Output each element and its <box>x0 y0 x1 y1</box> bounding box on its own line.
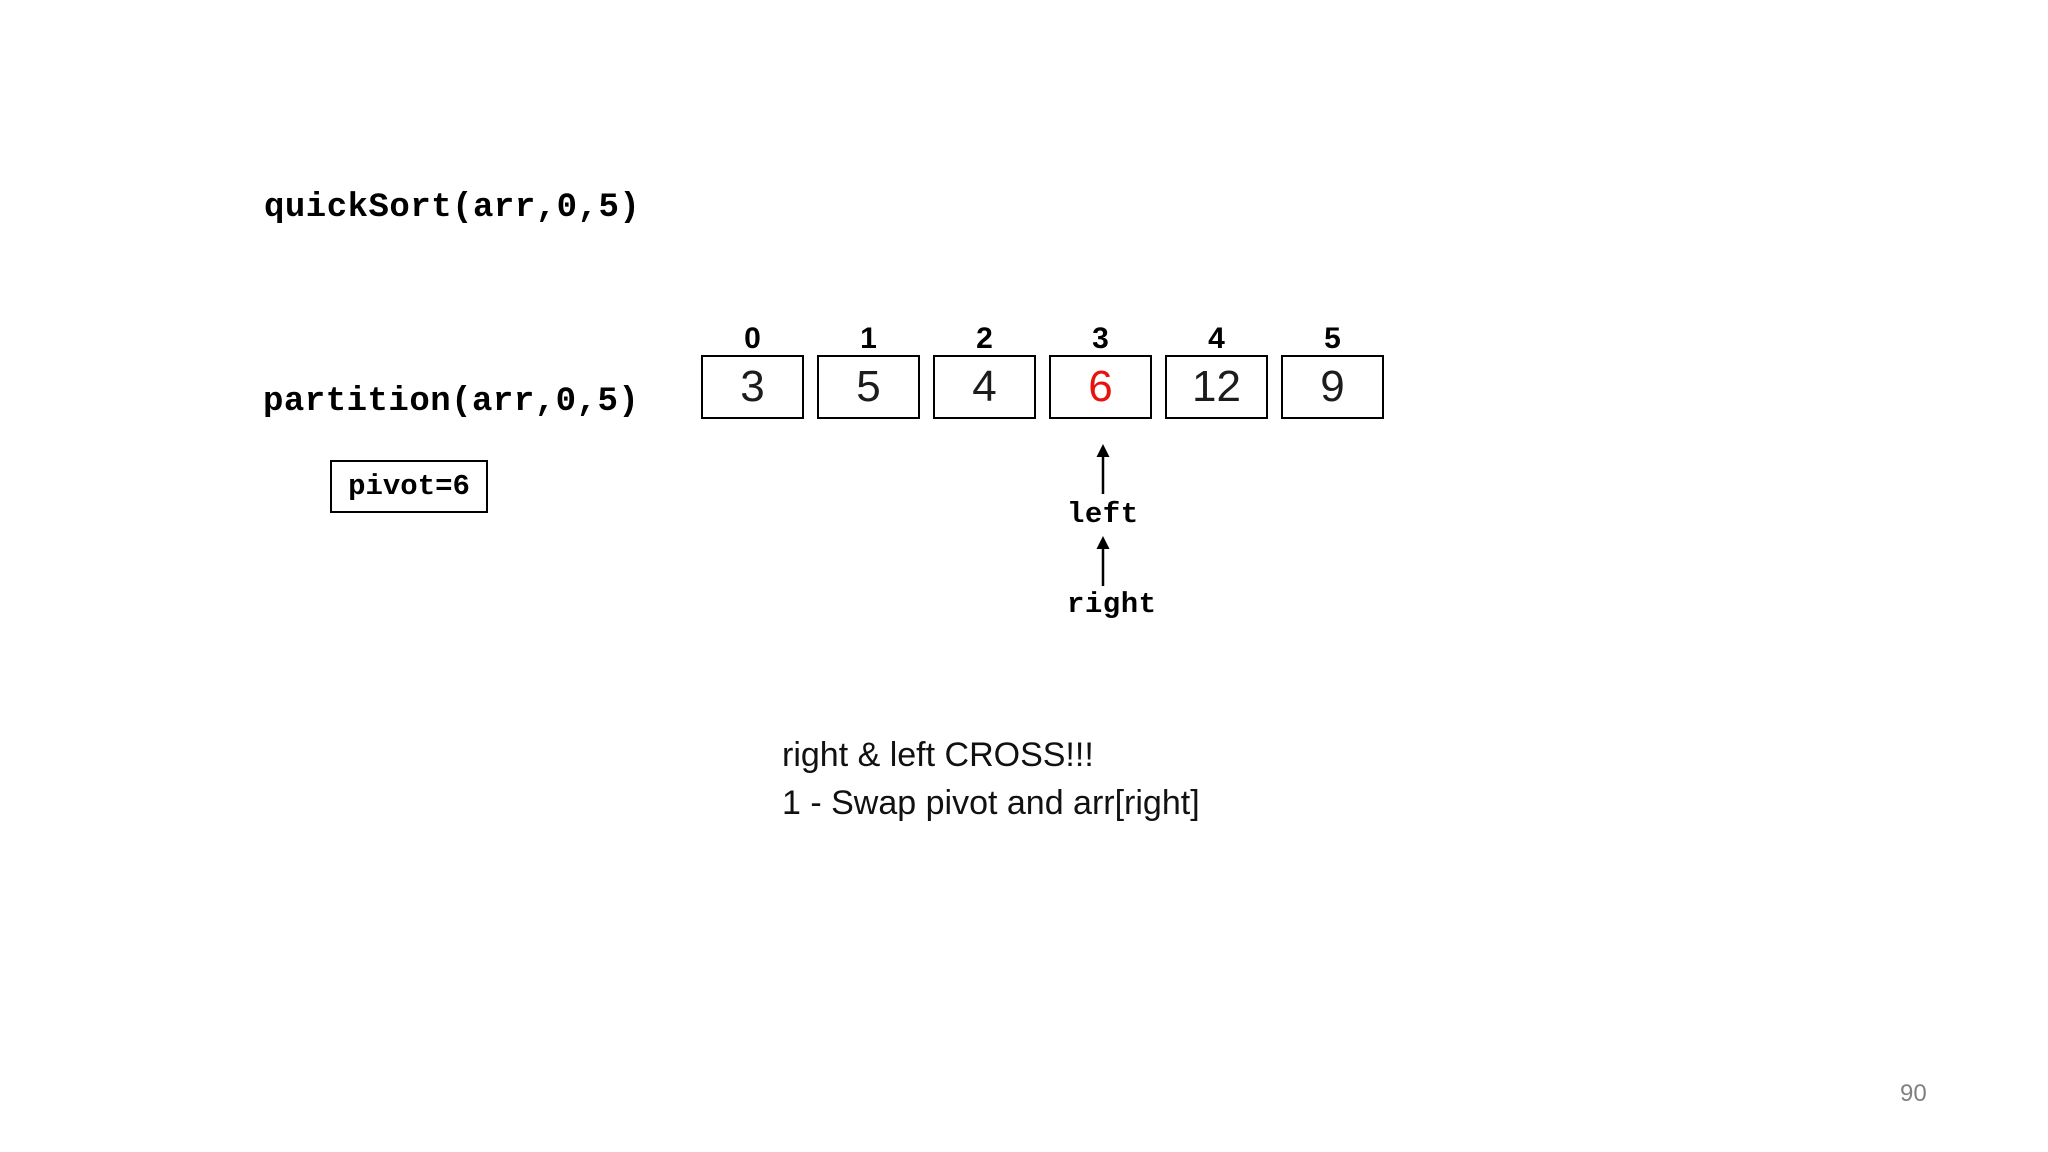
array-cell: 4 <box>933 355 1036 419</box>
pivot-label: pivot=6 <box>348 470 470 503</box>
quicksort-call-label: quickSort(arr,0,5) <box>264 189 641 227</box>
note-line-1: right & left CROSS!!! <box>782 736 1094 774</box>
left-pointer-label: left <box>1067 498 1139 531</box>
array-cell-value: 6 <box>1088 362 1113 411</box>
array-cell-value: 12 <box>1192 362 1241 411</box>
right-pointer-label: right <box>1067 588 1157 621</box>
array-cell: 12 <box>1165 355 1268 419</box>
array-cell-pivot: 6 <box>1049 355 1152 419</box>
array-index-label: 1 <box>860 322 877 355</box>
array-index-row: 0 1 2 3 4 5 <box>701 322 1384 356</box>
array-cell: 3 <box>701 355 804 419</box>
pivot-box: pivot=6 <box>330 460 488 513</box>
array-index-label: 2 <box>976 322 993 355</box>
partition-call-label: partition(arr,0,5) <box>263 383 640 421</box>
right-pointer-up-arrow-icon <box>1096 536 1110 586</box>
array-cell: 5 <box>817 355 920 419</box>
page-number: 90 <box>1900 1080 1927 1107</box>
array-index-label: 3 <box>1092 322 1109 355</box>
array-cell-value: 3 <box>740 362 765 411</box>
array-cell-value: 9 <box>1320 362 1345 411</box>
note-line-2: 1 - Swap pivot and arr[right] <box>782 784 1200 822</box>
array-cell-value: 5 <box>856 362 881 411</box>
array-cell-value: 4 <box>972 362 997 411</box>
left-pointer-up-arrow-icon <box>1096 444 1110 494</box>
array-index-label: 4 <box>1208 322 1225 355</box>
array-cell: 9 <box>1281 355 1384 419</box>
array-index-label: 5 <box>1324 322 1341 355</box>
notes-block: right & left CROSS!!! 1 - Swap pivot and… <box>782 731 1200 827</box>
array-index-label: 0 <box>744 322 761 355</box>
array-row: 3 5 4 6 12 9 <box>701 355 1384 419</box>
